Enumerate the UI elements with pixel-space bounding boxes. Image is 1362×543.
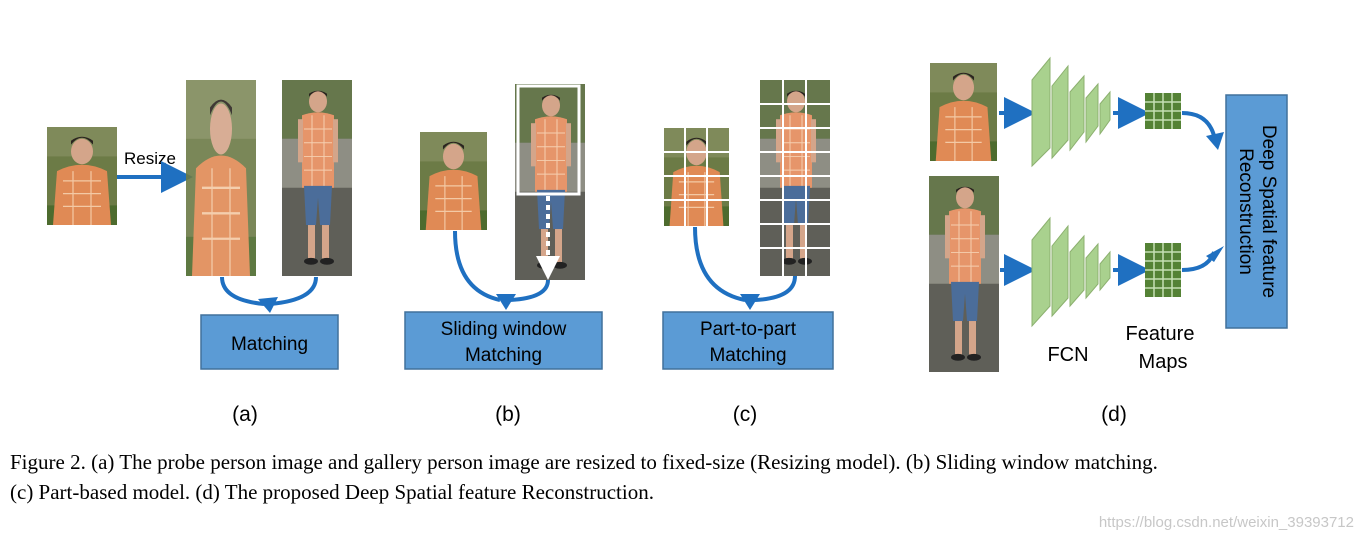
panel-label-a: (a) [232,403,258,426]
panel-label-d: (d) [1101,403,1127,426]
probe-image-a [47,127,117,225]
panel-label-c: (c) [733,403,758,426]
watermark: https://blog.csdn.net/weixin_39393712 [1098,514,1354,531]
gallery-image-a [282,80,352,276]
gallery-grid-c [760,80,830,276]
matching-box-b-line1: Sliding window [441,319,567,340]
merge-arrowhead-b [496,294,516,310]
probe-grid-c [664,128,729,226]
probe-image-b [420,132,487,230]
merge-arrow-a [220,276,318,306]
matching-box-b-line2: Matching [465,345,542,366]
fcn-block-top [1031,56,1111,168]
feature-map-top [1145,93,1181,129]
panel-d: FCN Feature Maps Deep Spatial feature Re… [929,56,1288,426]
caption-line-1: Figure 2. (a) The probe person image and… [10,450,1158,474]
reconstruction-box [1225,94,1288,329]
feature-maps-line1: Feature [1126,323,1195,345]
sliding-window-frame [516,84,581,196]
fcn-label: FCN [1047,344,1088,366]
matching-box-c-line1: Part-to-part [700,319,797,340]
reconstruction-line2: Reconstruction [1235,148,1256,275]
matching-box-b [404,311,603,370]
gallery-image-d [929,176,999,372]
feature-map-bottom [1145,243,1181,297]
merge-arrow-b [453,230,550,302]
panel-label-b: (b) [495,403,521,426]
panel-c: Part-to-part Matching (c) [662,80,834,426]
matching-box-a-text: Matching [231,334,308,355]
reconstruction-line1: Deep Spatial feature [1258,125,1279,298]
caption-line-2: (c) Part-based model. (d) The proposed D… [10,480,654,504]
arrow-to-recon-bottom-head [1206,246,1224,262]
figure-caption: Figure 2. (a) The probe person image and… [10,447,1355,507]
figure-2: Resize Matching (a) Sliding window Match… [0,56,1288,426]
panel-a: Resize Matching (a) [47,80,352,426]
matching-box-c [662,311,834,370]
resize-label: Resize [124,149,176,168]
matching-box-c-line2: Matching [709,345,786,366]
arrow-to-recon-top-head [1206,132,1224,150]
fcn-block-bottom [1031,216,1111,328]
panel-b: Sliding window Matching (b) [404,84,603,426]
resized-probe-image [186,80,256,276]
feature-maps-line2: Maps [1139,351,1188,373]
matching-box-a [200,314,339,370]
merge-arrowhead-a [258,297,278,313]
merge-arrow-c [693,226,797,302]
probe-image-d [930,63,997,161]
merge-arrowhead-c [740,294,760,310]
gallery-image-c [760,80,830,276]
